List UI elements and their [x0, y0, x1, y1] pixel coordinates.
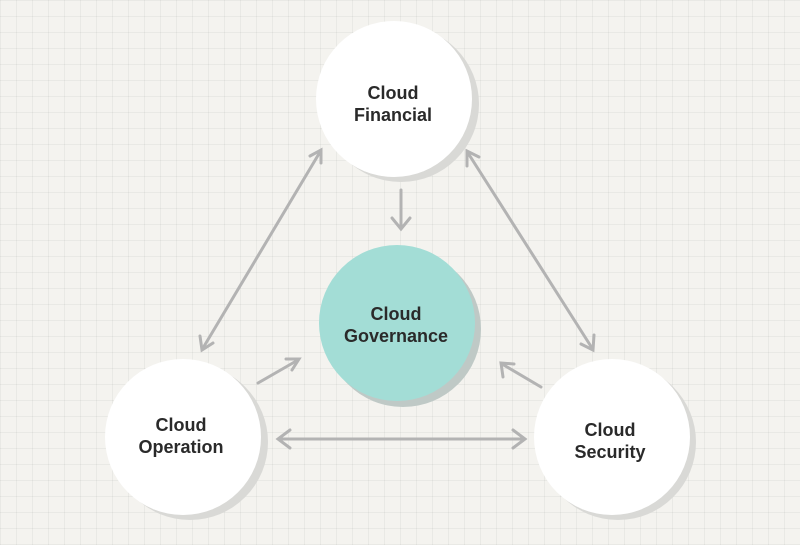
node-operation-line2: Operation — [138, 437, 223, 457]
node-cloud-financial: Cloud Financial — [316, 21, 479, 182]
arrow-financial-security — [465, 148, 596, 353]
node-cloud-governance: Cloud Governance — [319, 245, 481, 407]
node-cloud-security: Cloud Security — [534, 359, 696, 520]
arrow-financial-operation — [198, 147, 323, 353]
node-operation-line1: Cloud — [156, 415, 207, 435]
node-circle — [105, 359, 261, 515]
node-security-line1: Cloud — [585, 420, 636, 440]
node-financial-line2: Financial — [354, 105, 432, 125]
node-governance-line2: Governance — [344, 326, 448, 346]
arrow-security-to-governance — [499, 361, 543, 389]
node-governance-line1: Cloud — [371, 304, 422, 324]
arrow-operation-to-governance — [256, 357, 302, 385]
node-circle — [316, 21, 472, 177]
arrows — [198, 147, 596, 450]
node-cloud-operation: Cloud Operation — [105, 359, 268, 520]
node-security-line2: Security — [574, 442, 645, 462]
node-circle — [534, 359, 690, 515]
node-financial-line1: Cloud — [368, 83, 419, 103]
arrow-operation-security — [275, 428, 528, 450]
node-circle — [319, 245, 475, 401]
arrow-financial-to-governance — [390, 188, 412, 232]
